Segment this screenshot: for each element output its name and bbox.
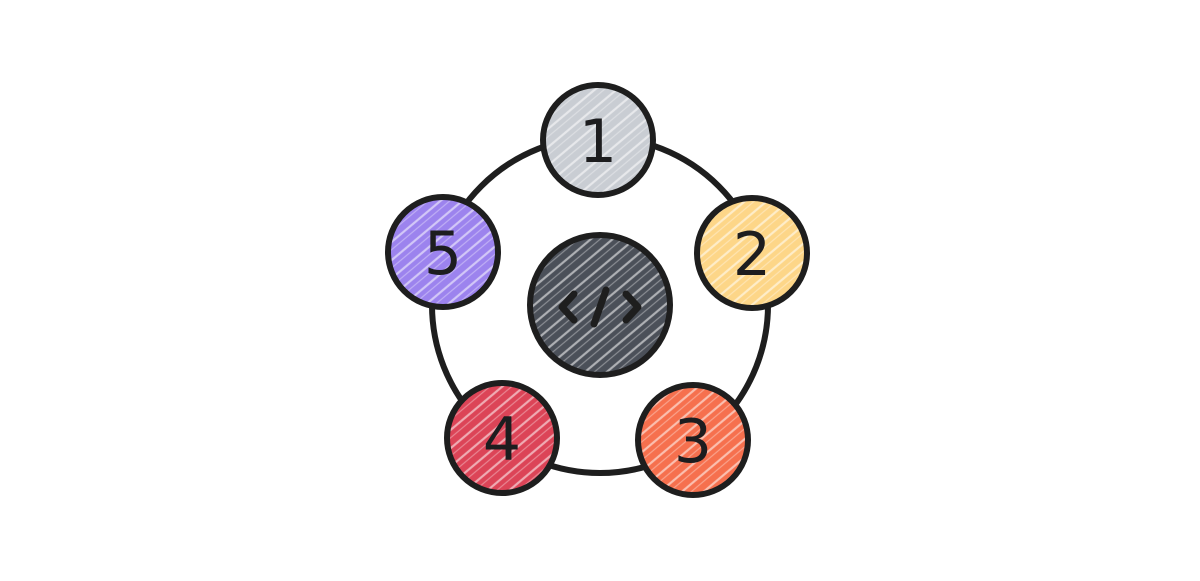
node-2: 2 [694, 195, 810, 311]
node-1-hatch [546, 88, 650, 192]
node-2-hatch [700, 201, 804, 305]
node-1-label: 1 [579, 107, 617, 177]
node-3: 3 [635, 382, 751, 498]
node-4-hatch [450, 386, 554, 490]
node-4-label: 4 [483, 405, 521, 475]
node-5-hatch [391, 200, 495, 304]
node-4: 4 [444, 380, 560, 496]
node-3-label: 3 [674, 407, 712, 477]
code-brackets-icon [558, 286, 642, 328]
node-2-label: 2 [733, 220, 771, 290]
center-node [527, 232, 673, 378]
node-5-label: 5 [424, 219, 462, 289]
node-3-hatch [641, 388, 745, 492]
node-1: 1 [540, 82, 656, 198]
node-5: 5 [385, 194, 501, 310]
